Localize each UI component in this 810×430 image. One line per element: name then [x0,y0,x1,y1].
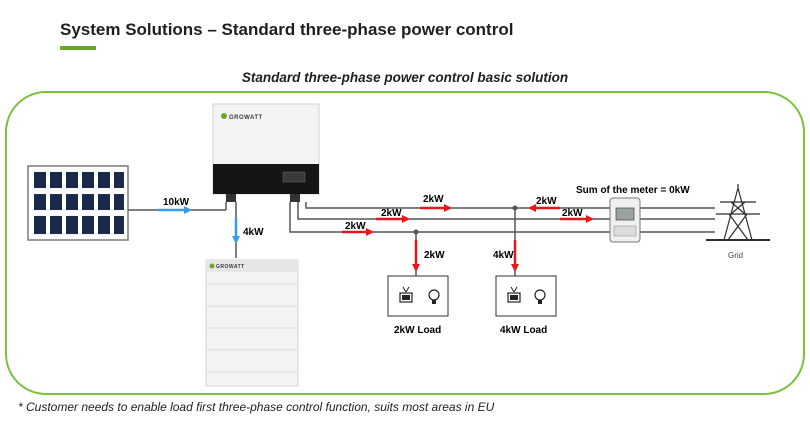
load-box-2 [495,275,557,317]
inverter-brand: GROWATT [229,115,263,121]
load1-flow-label: 2kW [424,250,445,261]
grid-tower-icon [706,184,770,241]
battery-flow-label: 4kW [243,227,264,238]
line2-right-label: 2kW [562,208,583,219]
system-frame [5,91,805,395]
grid-label: Grid [728,251,743,260]
battery-brand: GROWATT [216,264,245,270]
diagram-subtitle: Standard three-phase power control basic… [241,70,569,85]
line1-right-label: 2kW [536,196,557,207]
meter-caption: Sum of the meter = 0kW [576,185,690,196]
tv-icon [399,286,413,303]
title-underline [60,46,96,50]
tv-icon [507,286,521,303]
page-title: System Solutions – Standard three-phase … [60,20,514,39]
line1-left-label: 2kW [423,194,444,205]
line3-left-label: 2kW [345,221,366,232]
load1-label: 2kW Load [394,325,441,336]
bulb-icon [428,289,440,304]
load2-label: 4kW Load [500,325,547,336]
footnote: * Customer needs to enable load first th… [18,400,495,414]
line2-left-label: 2kW [381,208,402,219]
pv-flow-label: 10kW [163,197,190,208]
bulb-icon [534,289,546,304]
energy-meter-icon [609,197,641,243]
load-box-1 [387,275,449,317]
battery-stack-icon: GROWATT [205,259,299,387]
inverter-icon: GROWATT [212,103,320,202]
load2-flow-label: 4kW [493,250,514,261]
solar-panel-icon [27,165,129,241]
